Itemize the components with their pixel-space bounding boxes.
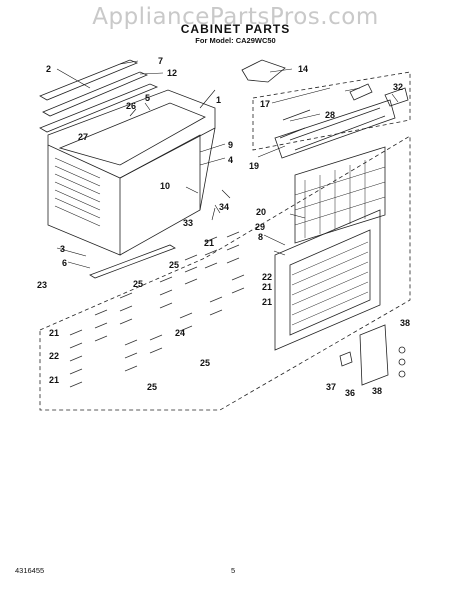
callout-21-a: 21 (204, 238, 214, 248)
diagram-title: CABINET PARTS (180, 22, 291, 36)
callout-29: 29 (255, 222, 265, 232)
callout-21-e: 21 (262, 282, 272, 292)
callout-20: 20 (256, 207, 266, 217)
callout-36: 36 (345, 388, 355, 398)
callout-34: 34 (219, 202, 229, 212)
top-rail-parts (39, 59, 159, 133)
callout-21-c: 21 (49, 328, 59, 338)
callout-24: 24 (175, 328, 185, 338)
callout-1: 1 (216, 95, 221, 105)
callout-17: 17 (260, 99, 270, 109)
callout-23: 23 (37, 280, 47, 290)
leader-lines (56, 60, 399, 269)
callout-21-d: 21 (49, 375, 59, 385)
callout-9: 9 (228, 140, 233, 150)
watermark: AppliancePartsPros.com (92, 4, 379, 30)
callout-28: 28 (325, 110, 335, 120)
callout-25-d: 25 (147, 382, 157, 392)
clip-parts (69, 231, 245, 388)
bracket-part-14 (241, 59, 286, 83)
part-37 (339, 351, 353, 367)
callout-25-b: 25 (133, 279, 143, 289)
callout-3: 3 (60, 244, 65, 254)
control-panel-plate (359, 324, 389, 386)
grille-dashed-box (39, 135, 411, 411)
callout-33: 33 (183, 218, 193, 228)
front-control-assembly (274, 83, 409, 159)
callout-25-a: 25 (169, 260, 179, 270)
callout-19: 19 (249, 161, 259, 171)
callout-6: 6 (62, 258, 67, 268)
callout-14: 14 (298, 64, 308, 74)
document-number: 4316455 (15, 566, 45, 575)
callout-2: 2 (46, 64, 51, 74)
callout-37: 37 (326, 382, 336, 392)
page-number: 5 (231, 566, 236, 575)
callout-32: 32 (393, 82, 403, 92)
base-rail-part (89, 244, 176, 279)
front-grille-panel (274, 209, 381, 351)
callout-21-b: 21 (262, 297, 272, 307)
callout-38-a: 38 (400, 318, 410, 328)
cabinet-shell (47, 89, 216, 256)
callout-8: 8 (258, 232, 263, 242)
filter-panel (294, 146, 386, 244)
callout-4: 4 (228, 155, 233, 165)
screw-group-38 (398, 346, 406, 378)
callout-38-b: 38 (372, 386, 382, 396)
diagram-subtitle: For Model: CA29WC50 (195, 36, 276, 45)
callout-7: 7 (158, 56, 163, 66)
callout-22-a: 22 (262, 272, 272, 282)
callout-5: 5 (145, 93, 150, 103)
callout-labels: 1 2 3 4 5 6 7 8 9 10 12 14 17 19 20 21 2… (37, 56, 410, 398)
callout-26: 26 (126, 101, 136, 111)
callout-27: 27 (78, 132, 88, 142)
callout-10: 10 (160, 181, 170, 191)
callout-12: 12 (167, 68, 177, 78)
callout-22-b: 22 (49, 351, 59, 361)
callout-25-c: 25 (200, 358, 210, 368)
front-assembly-dashed-box (252, 71, 411, 151)
